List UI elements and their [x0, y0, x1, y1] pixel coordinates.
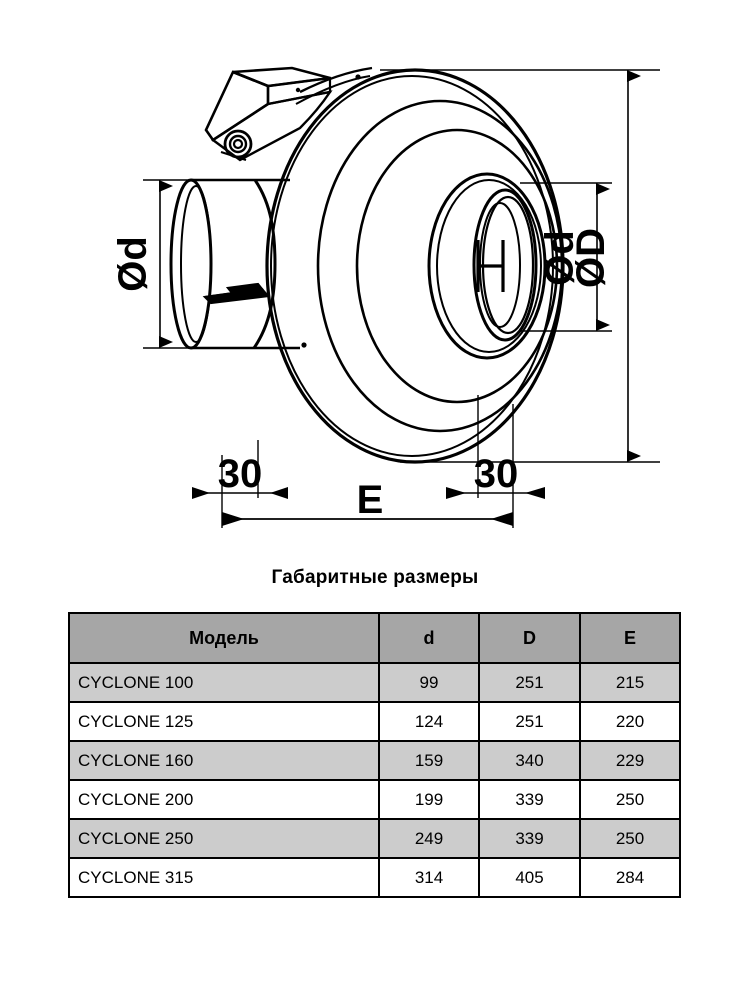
cell-dd: 251: [478, 701, 581, 742]
dimension-offset-left: [192, 487, 288, 499]
arrow-30-right-inner: [525, 487, 545, 499]
table-head: Модель d D E: [68, 612, 681, 664]
column-header-model: Модель: [68, 612, 380, 664]
dimension-left-diameter: [143, 179, 215, 349]
rivet-mark-upper-left: [295, 87, 301, 93]
arrow-30-right-outer: [446, 487, 466, 499]
outlet-spigot-outer: [472, 188, 538, 342]
column-header-e: E: [579, 612, 681, 664]
inlet-spigot-body: [252, 179, 277, 349]
cell-model: CYCLONE 315: [68, 857, 380, 898]
rivet-mark-top: [355, 74, 361, 80]
cable-gland-outer: [223, 129, 253, 159]
cell-model: CYCLONE 250: [68, 818, 380, 859]
arrow-30-left-outer: [192, 487, 210, 499]
label-length-e: E: [357, 478, 384, 522]
cell-e: 220: [579, 701, 681, 742]
cell-dd: 339: [478, 818, 581, 859]
dimension-right-inner-diameter: [520, 182, 612, 332]
cell-d: 159: [378, 740, 480, 781]
dimensions-table-section: Габаритные размеры Модель d D E CYCLONE …: [0, 555, 750, 1000]
cell-d: 99: [378, 662, 480, 703]
cell-dd: 251: [478, 662, 581, 703]
dimension-length-e: [222, 512, 513, 526]
table-row: CYCLONE 250 249 339 250: [68, 818, 681, 859]
cell-d: 199: [378, 779, 480, 820]
outlet-collar-outer-2: [436, 179, 542, 353]
table-row: CYCLONE 100 99 251 215: [68, 662, 681, 703]
dimensions-table: Модель d D E CYCLONE 100 99 251 215 CYCL…: [68, 612, 681, 898]
housing-outer-circle: [265, 68, 565, 464]
fan-body: [169, 66, 565, 464]
table-row: CYCLONE 160 159 340 229: [68, 740, 681, 781]
junction-box: [204, 66, 333, 162]
cell-dd: 405: [478, 857, 581, 898]
arrow-e-right: [491, 512, 513, 526]
junction-box-edge-line: [205, 129, 214, 141]
column-header-d: d: [378, 612, 480, 664]
rivet-mark-lower: [301, 342, 307, 348]
cell-dd: 339: [478, 779, 581, 820]
housing-shell-2: [316, 99, 564, 433]
label-outer-diameter: ØD: [569, 228, 613, 288]
label-offset-right: 30: [474, 452, 519, 496]
junction-box-lower-face: [210, 90, 333, 162]
outlet-collar-outer: [427, 172, 547, 360]
table-header-row: Модель d D E: [68, 612, 681, 664]
cell-model: CYCLONE 125: [68, 701, 380, 742]
dimension-offset-right: [446, 487, 545, 499]
housing-top-blend: [299, 66, 373, 94]
table-row: CYCLONE 200 199 339 250: [68, 779, 681, 820]
motor-mount-crossbar: [476, 240, 505, 292]
table-title: Габаритные размеры: [271, 567, 479, 588]
cell-e: 284: [579, 857, 681, 898]
cable-gland-mid: [228, 134, 248, 154]
cell-d: 124: [378, 701, 480, 742]
cell-model: CYCLONE 200: [68, 779, 380, 820]
cell-d: 314: [378, 857, 480, 898]
cell-e: 250: [579, 818, 681, 859]
label-right-inner-diameter: Ød: [538, 230, 582, 286]
label-left-diameter: Ød: [111, 236, 155, 292]
fan-drawing-svg: Ød Ød ØD: [111, 66, 660, 528]
cell-model: CYCLONE 100: [68, 662, 380, 703]
table-body: CYCLONE 100 99 251 215 CYCLONE 125 124 2…: [68, 662, 681, 898]
table-row: CYCLONE 125 124 251 220: [68, 701, 681, 742]
label-offset-left: 30: [218, 452, 263, 496]
cell-d: 249: [378, 818, 480, 859]
cell-e: 229: [579, 740, 681, 781]
dimension-outer-diameter: [380, 69, 660, 463]
housing-outer-circle-inner-line: [270, 75, 554, 457]
technical-drawing: Ød Ød ØD: [111, 66, 660, 528]
column-header-dd: D: [478, 612, 581, 664]
cell-model: CYCLONE 160: [68, 740, 380, 781]
inlet-spigot-face-inner: [180, 185, 212, 343]
housing-shell-3: [355, 128, 559, 404]
arrow-e-left: [222, 512, 244, 526]
inlet-latch-detail: [202, 282, 271, 305]
cell-e: 250: [579, 779, 681, 820]
cable-gland-inner: [232, 138, 244, 150]
table-row: CYCLONE 315 314 405 284: [68, 857, 681, 898]
housing-top-blend-2: [295, 75, 371, 105]
cell-e: 215: [579, 662, 681, 703]
arrow-30-left-inner: [270, 487, 288, 499]
cell-dd: 340: [478, 740, 581, 781]
